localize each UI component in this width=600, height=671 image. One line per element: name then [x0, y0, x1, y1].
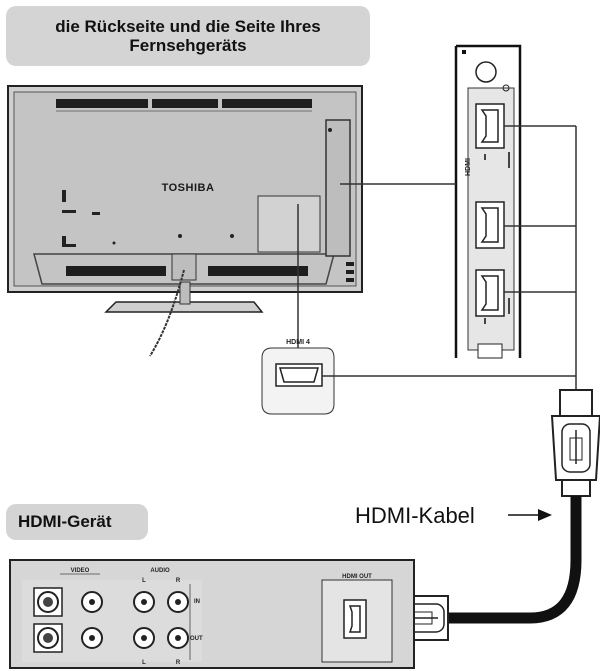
device-jacks-out	[33, 623, 189, 653]
tv-brand-logo: TOSHIBA	[162, 182, 215, 194]
side-hdmi-port-3	[475, 269, 505, 317]
device-hdmi-out-label: HDMI OUT	[342, 574, 372, 580]
side-panel-hdmi-label: HDMI	[465, 158, 472, 176]
hdmi-device-label: HDMI-Gerät	[6, 504, 148, 540]
tv-bottom-vents	[66, 266, 308, 276]
hdmi-cable-label: HDMI-Kabel	[355, 503, 475, 528]
device-audio-r-top: R	[176, 578, 181, 584]
hdmi4-port-callout: HDMI 4	[261, 339, 335, 415]
hdmi-device: VIDEO AUDIO L R IN OUT L R	[9, 559, 415, 669]
side-hdmi-port-2	[475, 201, 505, 249]
device-audio-l-bottom: L	[142, 660, 146, 666]
title-label: die Rückseite und die Seite Ihres Fernse…	[6, 6, 370, 66]
cable-label-arrow	[508, 509, 552, 521]
device-jacks-in	[33, 587, 189, 617]
side-hdmi-port-1	[475, 103, 505, 149]
device-out-label: OUT	[190, 636, 203, 642]
hdmi4-label: HDMI 4	[286, 339, 310, 346]
device-audio-r-bottom: R	[176, 660, 181, 666]
device-audio-label: AUDIO	[150, 568, 170, 574]
tv-side-panel: HDMI	[454, 44, 522, 359]
title-line-2: Fernsehgeräts	[129, 36, 247, 55]
port-lines	[504, 125, 577, 392]
device-video-label: VIDEO	[71, 568, 90, 574]
title-line-1: die Rückseite und die Seite Ihres	[55, 17, 321, 36]
device-audio-l-top: L	[142, 578, 146, 584]
tv-top-vents	[56, 99, 312, 108]
tv-back: TOSHIBA	[7, 85, 363, 357]
device-in-label: IN	[194, 599, 200, 605]
